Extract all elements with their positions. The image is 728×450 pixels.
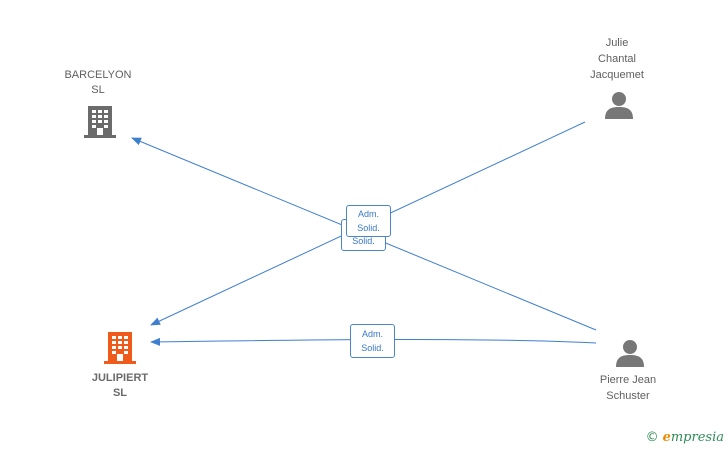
empresia-logo-text: mpresia (670, 430, 724, 445)
building-icon[interactable] (84, 104, 116, 138)
edge-label-julie-julipiert: Adm. Solid. (346, 205, 391, 237)
node-label-julie: Julie Chantal Jacquemet (590, 37, 644, 81)
person-icon[interactable] (615, 338, 645, 368)
building-icon[interactable] (104, 330, 136, 364)
node-label-barcelyon: BARCELYON SL (64, 69, 132, 96)
node-label-pierre: Pierre Jean Schuster (599, 374, 657, 402)
edge-label-pierre-julipiert: Adm. Solid. (350, 324, 395, 358)
empresia-logo-initial: e (662, 430, 671, 445)
node-label-julipiert: JULIPIERT SL (91, 372, 149, 399)
copyright-icon: © (645, 430, 659, 445)
empresia-watermark: ©empresia (646, 430, 724, 445)
person-icon[interactable] (604, 90, 634, 120)
